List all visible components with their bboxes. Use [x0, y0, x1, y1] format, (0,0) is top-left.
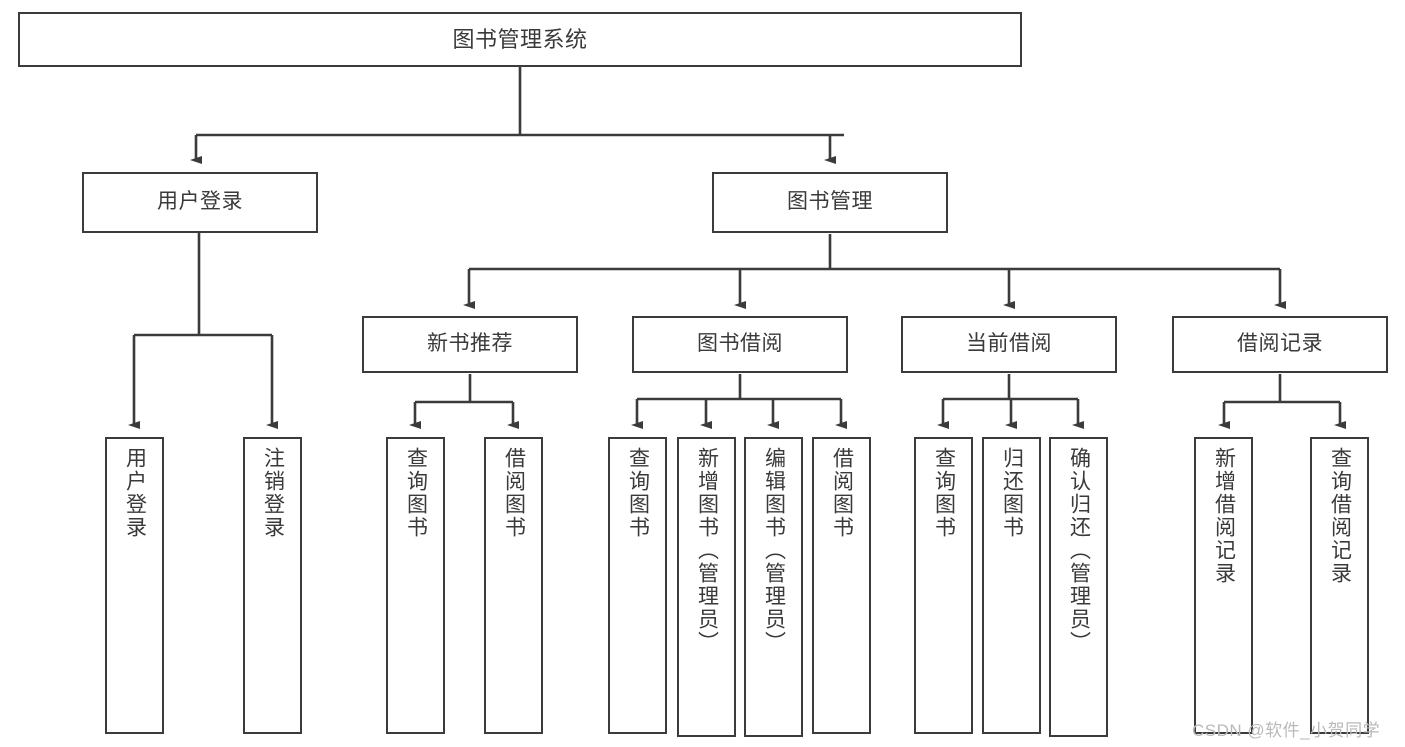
- leaf-return-book[interactable]: 归还图书: [982, 437, 1041, 734]
- leaf-add-book-label: 新增图书（管理员）: [695, 447, 719, 654]
- node-borrow-record[interactable]: 借阅记录: [1172, 316, 1388, 373]
- leaf-borrow-book-2[interactable]: 借阅图书: [812, 437, 871, 734]
- leaf-query-borrow-record[interactable]: 查询借阅记录: [1310, 437, 1369, 734]
- node-book-borrow[interactable]: 图书借阅: [632, 316, 848, 373]
- leaf-query-borrow-record-label: 查询借阅记录: [1328, 447, 1352, 585]
- leaf-query-book-3[interactable]: 查询图书: [914, 437, 973, 734]
- node-book-manage[interactable]: 图书管理: [712, 172, 948, 233]
- leaf-borrow-book-2-label: 借阅图书: [830, 447, 854, 539]
- leaf-logout[interactable]: 注销登录: [243, 437, 302, 734]
- leaf-query-book-3-label: 查询图书: [932, 447, 956, 539]
- leaf-edit-book-label: 编辑图书（管理员）: [762, 447, 786, 654]
- leaf-borrow-book-1-label: 借阅图书: [502, 447, 526, 539]
- leaf-user-login[interactable]: 用户登录: [105, 437, 164, 734]
- node-user-login[interactable]: 用户登录: [82, 172, 318, 233]
- node-new-book-recommend[interactable]: 新书推荐: [362, 316, 578, 373]
- node-current-borrow-label: 当前借阅: [966, 332, 1052, 356]
- node-borrow-record-label: 借阅记录: [1237, 332, 1323, 356]
- leaf-return-book-label: 归还图书: [1000, 447, 1024, 539]
- leaf-user-login-label: 用户登录: [123, 447, 147, 539]
- node-current-borrow[interactable]: 当前借阅: [901, 316, 1117, 373]
- node-book-borrow-label: 图书借阅: [697, 332, 783, 356]
- leaf-borrow-book-1[interactable]: 借阅图书: [484, 437, 543, 734]
- leaf-add-book[interactable]: 新增图书（管理员）: [677, 437, 736, 737]
- node-user-login-label: 用户登录: [157, 190, 243, 214]
- node-new-book-recommend-label: 新书推荐: [427, 332, 513, 356]
- leaf-add-borrow-record[interactable]: 新增借阅记录: [1194, 437, 1253, 734]
- leaf-edit-book[interactable]: 编辑图书（管理员）: [744, 437, 803, 737]
- leaf-add-borrow-record-label: 新增借阅记录: [1212, 447, 1236, 585]
- leaf-confirm-return-label: 确认归还（管理员）: [1067, 447, 1091, 654]
- leaf-query-book-1[interactable]: 查询图书: [386, 437, 445, 734]
- leaf-query-book-2-label: 查询图书: [626, 447, 650, 539]
- leaf-query-book-1-label: 查询图书: [404, 447, 428, 539]
- leaf-confirm-return[interactable]: 确认归还（管理员）: [1049, 437, 1108, 737]
- leaf-logout-label: 注销登录: [261, 447, 285, 539]
- node-book-manage-label: 图书管理: [787, 190, 873, 214]
- node-root[interactable]: 图书管理系统: [18, 12, 1022, 67]
- node-root-label: 图书管理系统: [452, 26, 588, 52]
- watermark: CSDN @软件_小贺同学: [1192, 721, 1381, 740]
- leaf-query-book-2[interactable]: 查询图书: [608, 437, 667, 734]
